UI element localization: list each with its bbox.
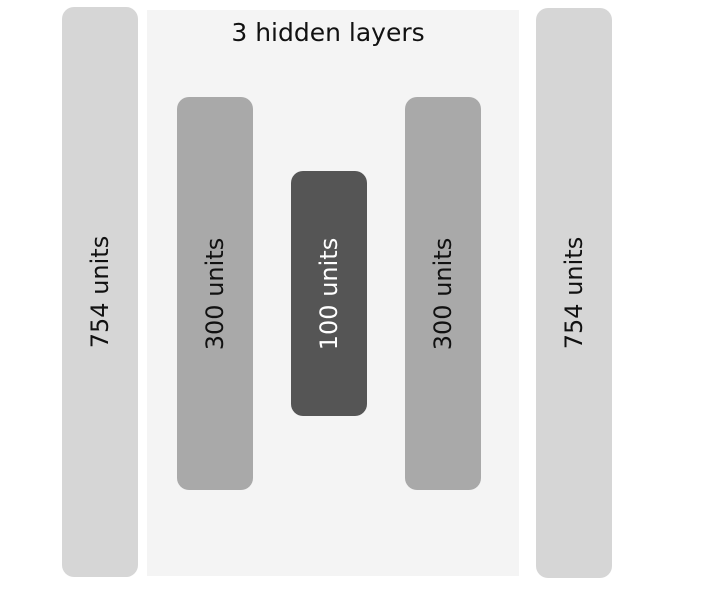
hidden-layer-3-label: 300 units (429, 237, 458, 350)
output-layer: 754 units (536, 8, 612, 578)
output-layer-label: 754 units (560, 236, 589, 350)
input-layer-label: 754 units (86, 235, 115, 349)
hidden-layers-title: 3 hidden layers (231, 18, 425, 47)
input-layer: 754 units (62, 7, 138, 577)
bottleneck-layer-label: 100 units (315, 237, 344, 350)
bottleneck-layer: 100 units (291, 171, 367, 416)
hidden-layer-1-label: 300 units (201, 237, 230, 350)
hidden-layer-3: 300 units (405, 97, 481, 490)
hidden-layer-1: 300 units (177, 97, 253, 490)
